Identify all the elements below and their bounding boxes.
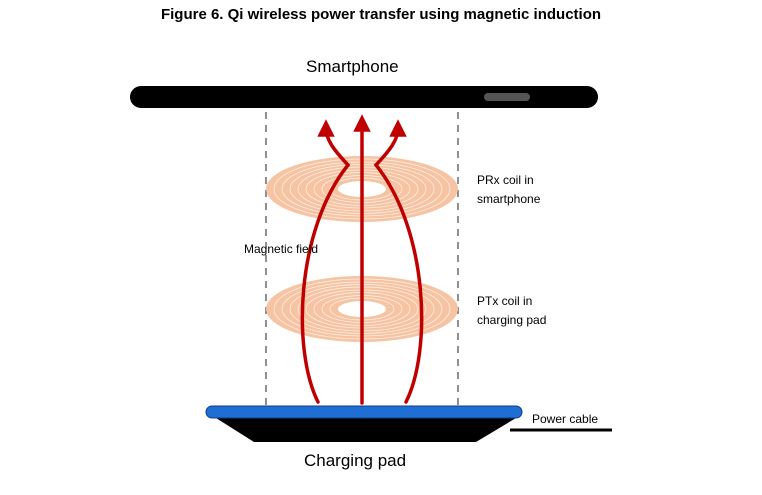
figure-title: Figure 6. Qi wireless power transfer usi… <box>160 6 602 23</box>
prx-coil-label-line2: smartphone <box>477 192 541 206</box>
smartphone <box>130 86 598 108</box>
magnetic-field-arrows <box>300 114 424 405</box>
prx-coil-label-line1: PRx coil in <box>477 173 534 187</box>
charging-pad-base <box>216 418 516 442</box>
magnetic-field-label: Magnetic field <box>244 242 319 256</box>
field-arrow-left <box>300 119 351 404</box>
ptx-coil-label-line1: PTx coil in <box>477 294 533 308</box>
power-cable-label: Power cable <box>532 412 599 426</box>
ptx-coil-label-line2: charging pad <box>477 313 547 327</box>
dashed-guides <box>265 112 459 406</box>
charging-pad <box>205 405 612 442</box>
field-arrow-right <box>373 119 424 404</box>
smartphone-body <box>130 86 598 108</box>
smartphone-label: Smartphone <box>306 57 399 76</box>
charging-pad-surface <box>205 405 523 419</box>
smartphone-button <box>484 93 530 101</box>
charging-pad-label: Charging pad <box>304 451 407 470</box>
